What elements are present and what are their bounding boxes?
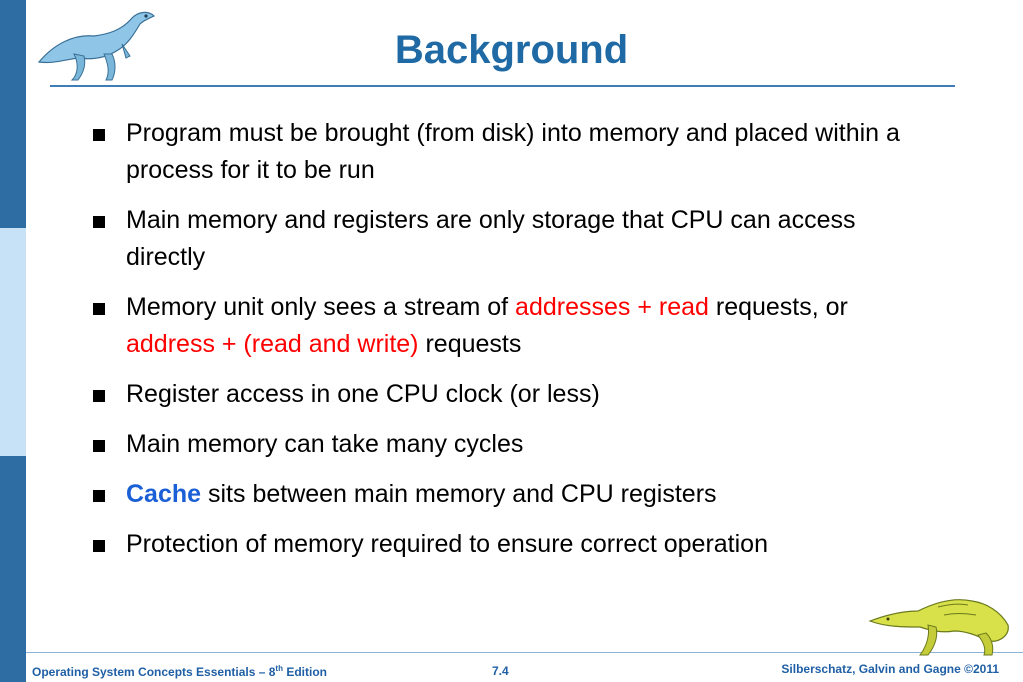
bullet-text: Protection of memory required to ensure … [126, 530, 768, 558]
bullet-highlight-text: Cache [126, 480, 202, 508]
bullet-item: Main memory and registers are only stora… [90, 202, 930, 276]
bullet-highlight-text: address + (read and write) [126, 330, 419, 358]
footer-divider [26, 652, 1023, 653]
dinosaur-logo-icon [37, 11, 156, 81]
bullet-item: Memory unit only sees a stream of addres… [90, 289, 930, 363]
bullet-item: Protection of memory required to ensure … [90, 526, 930, 563]
square-bullet-icon [93, 129, 105, 141]
title-underline [50, 85, 955, 87]
square-bullet-icon [93, 390, 105, 402]
bullet-text: sits between main memory and CPU registe… [201, 480, 717, 508]
dinosaur-corner-icon [868, 599, 1009, 656]
slide-title: Background [394, 28, 629, 72]
bullet-item: Main memory can take many cycles [90, 426, 930, 463]
footer-authors: Silberschatz, Galvin and Gagne ©2011 [781, 662, 999, 676]
bullet-text: requests [418, 330, 522, 358]
bullet-text: Program must be brought (from disk) into… [126, 119, 900, 184]
bullet-text: Register access in one CPU clock (or les… [126, 380, 600, 408]
bullet-text: requests, or [708, 293, 848, 321]
square-bullet-icon [93, 540, 105, 552]
bullet-item: Register access in one CPU clock (or les… [90, 376, 930, 413]
bullet-highlight-text: addresses + read [515, 293, 709, 321]
square-bullet-icon [93, 440, 105, 452]
square-bullet-icon [93, 303, 105, 315]
bullet-list: Program must be brought (from disk) into… [90, 115, 930, 576]
bullet-text: Main memory can take many cycles [126, 430, 524, 458]
left-sidebar-light-segment [0, 228, 26, 456]
bullet-text: Memory unit only sees a stream of [126, 293, 516, 321]
footer-page-number: 7.4 [492, 664, 509, 678]
square-bullet-icon [93, 490, 105, 502]
square-bullet-icon [93, 216, 105, 228]
bullet-text: Main memory and registers are only stora… [126, 206, 856, 271]
left-sidebar-band [0, 0, 26, 682]
footer-book-title: Operating System Concepts Essentials – 8… [32, 664, 327, 679]
bullet-item: Cache sits between main memory and CPU r… [90, 476, 930, 513]
bullet-item: Program must be brought (from disk) into… [90, 115, 930, 189]
